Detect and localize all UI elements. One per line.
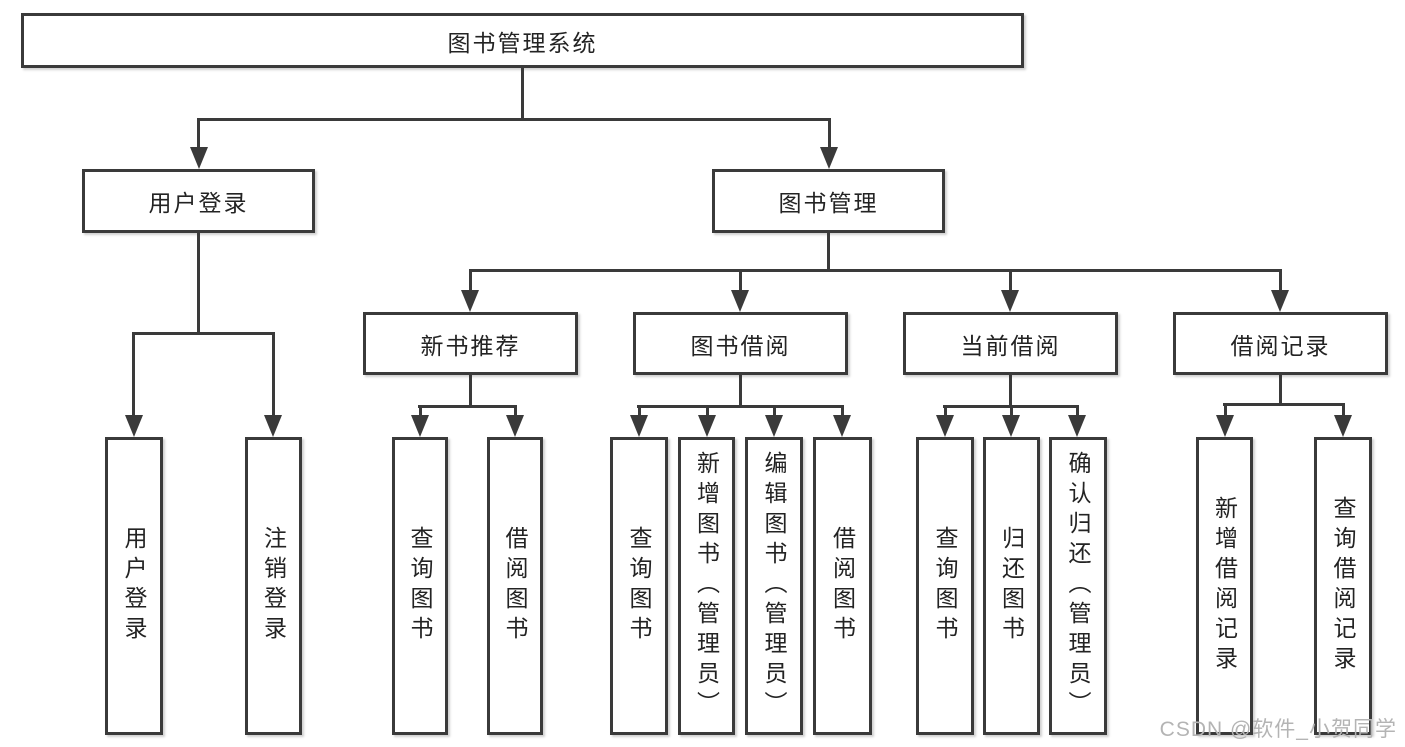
node-label: 查询借阅记录 bbox=[1330, 496, 1356, 676]
node-label: 确认归还（管理员） bbox=[1065, 451, 1091, 721]
leaf-query-books-borrowing: 查询图书 bbox=[610, 437, 668, 735]
leaf-add-borrow-record: 新增借阅记录 bbox=[1196, 437, 1253, 735]
connector-line bbox=[739, 269, 742, 294]
connector-line bbox=[469, 269, 1282, 272]
connector-line bbox=[469, 269, 472, 294]
arrowhead-icon bbox=[833, 415, 851, 437]
node-label: 注销登录 bbox=[260, 526, 287, 646]
node-label: 用户登录 bbox=[121, 526, 147, 646]
connector-line bbox=[418, 405, 517, 408]
arrowhead-icon bbox=[820, 147, 838, 169]
arrowhead-icon bbox=[190, 147, 208, 169]
connector-line bbox=[828, 118, 831, 150]
connector-line bbox=[521, 68, 524, 121]
node-label: 图书借阅 bbox=[690, 332, 791, 359]
connector-line bbox=[132, 332, 135, 417]
connector-line bbox=[1076, 405, 1079, 418]
arrowhead-icon bbox=[1216, 415, 1234, 437]
connector-line bbox=[469, 375, 472, 408]
connector-line bbox=[637, 405, 843, 408]
leaf-user-login: 用户登录 bbox=[105, 437, 163, 735]
node-label: 查询图书 bbox=[407, 526, 433, 646]
connector-line bbox=[773, 405, 776, 418]
leaf-query-books-current: 查询图书 bbox=[916, 437, 974, 735]
node-new-book-recommendation: 新书推荐 bbox=[363, 312, 578, 375]
connector-line bbox=[1224, 403, 1227, 418]
leaf-query-books-recommend: 查询图书 bbox=[392, 437, 448, 735]
arrowhead-icon bbox=[765, 415, 783, 437]
connector-line bbox=[1009, 269, 1012, 294]
node-label: 图书管理 bbox=[778, 190, 879, 216]
node-label: 当前借阅 bbox=[960, 332, 1061, 359]
connector-line bbox=[1010, 405, 1013, 418]
leaf-borrow-books-borrowing: 借阅图书 bbox=[813, 437, 872, 735]
node-label: 新增图书（管理员） bbox=[693, 451, 720, 721]
node-label: 查询图书 bbox=[932, 526, 958, 646]
node-label: 借阅图书 bbox=[502, 526, 528, 646]
arrowhead-icon bbox=[1068, 415, 1086, 437]
node-label: 用户登录 bbox=[148, 190, 249, 216]
connector-line bbox=[841, 405, 844, 418]
connector-line bbox=[1009, 375, 1012, 408]
arrowhead-icon bbox=[1271, 290, 1289, 312]
arrowhead-icon bbox=[264, 415, 282, 437]
node-label: 图书管理系统 bbox=[447, 29, 598, 56]
connector-line bbox=[272, 332, 275, 417]
node-borrowing-records: 借阅记录 bbox=[1173, 312, 1388, 375]
csdn-watermark: CSDN @软件_小贺同学 bbox=[1159, 718, 1397, 741]
node-label: 编辑图书（管理员） bbox=[761, 451, 787, 721]
node-label: 新书推荐 bbox=[420, 332, 521, 359]
leaf-add-books-admin: 新增图书（管理员） bbox=[678, 437, 735, 735]
node-label: 借阅记录 bbox=[1230, 332, 1331, 359]
arrowhead-icon bbox=[1002, 415, 1020, 437]
arrowhead-icon bbox=[461, 290, 479, 312]
leaf-confirm-return-admin: 确认归还（管理员） bbox=[1049, 437, 1107, 735]
connector-line bbox=[1342, 403, 1345, 418]
node-label: 归还图书 bbox=[998, 526, 1025, 646]
connector-line bbox=[197, 118, 200, 150]
node-library-management-system: 图书管理系统 bbox=[21, 13, 1024, 68]
node-book-borrowing: 图书借阅 bbox=[633, 312, 848, 375]
connector-line bbox=[739, 375, 742, 408]
connector-line bbox=[514, 405, 517, 418]
leaf-logout: 注销登录 bbox=[245, 437, 302, 735]
arrowhead-icon bbox=[1001, 290, 1019, 312]
connector-line bbox=[132, 332, 275, 335]
node-current-borrowing: 当前借阅 bbox=[903, 312, 1118, 375]
arrowhead-icon bbox=[506, 415, 524, 437]
connector-line bbox=[197, 118, 831, 121]
leaf-query-borrow-record: 查询借阅记录 bbox=[1314, 437, 1372, 735]
node-book-management: 图书管理 bbox=[712, 169, 945, 233]
leaf-return-books: 归还图书 bbox=[983, 437, 1040, 735]
arrowhead-icon bbox=[731, 290, 749, 312]
node-label: 查询图书 bbox=[626, 526, 652, 646]
connector-line bbox=[1223, 403, 1344, 406]
arrowhead-icon bbox=[411, 415, 429, 437]
connector-line bbox=[706, 405, 709, 418]
connector-line bbox=[638, 405, 641, 418]
connector-line bbox=[419, 405, 422, 418]
arrowhead-icon bbox=[936, 415, 954, 437]
arrowhead-icon bbox=[1334, 415, 1352, 437]
arrowhead-icon bbox=[698, 415, 716, 437]
node-label: 借阅图书 bbox=[829, 526, 856, 646]
node-label: 新增借阅记录 bbox=[1211, 496, 1238, 676]
connector-line bbox=[197, 233, 200, 335]
leaf-borrow-books-recommend: 借阅图书 bbox=[487, 437, 543, 735]
connector-line bbox=[1279, 269, 1282, 294]
arrowhead-icon bbox=[125, 415, 143, 437]
connector-line bbox=[827, 233, 830, 272]
connector-line bbox=[944, 405, 947, 418]
arrowhead-icon bbox=[630, 415, 648, 437]
leaf-edit-books-admin: 编辑图书（管理员） bbox=[745, 437, 803, 735]
connector-line bbox=[1279, 375, 1282, 406]
node-user-login: 用户登录 bbox=[82, 169, 315, 233]
